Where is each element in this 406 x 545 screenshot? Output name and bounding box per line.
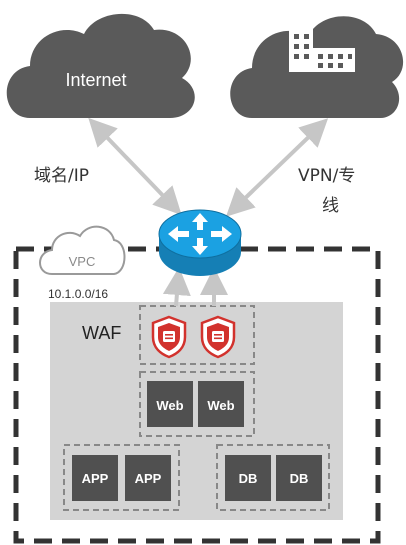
idc-cloud <box>230 16 404 118</box>
router-icon <box>158 209 242 276</box>
vpn-connection-label-line1: VPN/专 <box>298 166 355 186</box>
app-server-label: APP <box>135 471 162 486</box>
internet-router-arrow <box>88 117 182 216</box>
internet-connection-label: 域名/IP <box>34 166 89 186</box>
shield-icon <box>151 315 187 359</box>
web-server: Web <box>147 381 193 427</box>
app-server: APP <box>72 455 118 501</box>
app-server: APP <box>125 455 171 501</box>
db-server-label: DB <box>239 471 258 486</box>
waf-group <box>139 305 255 365</box>
waf-label: WAF <box>82 323 121 343</box>
shield-icon <box>200 315 236 359</box>
internet-label: Internet <box>65 70 126 90</box>
db-server-label: DB <box>290 471 309 486</box>
db-group <box>216 444 330 511</box>
web-server: Web <box>198 381 244 427</box>
office-building-icon <box>289 28 355 72</box>
db-server: DB <box>225 455 271 501</box>
vpc-label: VPC <box>69 254 96 269</box>
internet-cloud: Internet <box>6 13 195 118</box>
router-waf-arrow <box>162 267 191 307</box>
vpc-cloud: VPC <box>39 225 126 275</box>
db-server: DB <box>276 455 322 501</box>
vpn-connection-label-line2: 线 <box>322 196 339 216</box>
vpc-cidr: 10.1.0.0/16 <box>48 287 108 301</box>
vpn-router-arrow <box>225 118 329 217</box>
web-server-label: Web <box>207 398 234 413</box>
web-group <box>139 371 255 437</box>
web-server-label: Web <box>156 398 183 413</box>
app-server-label: APP <box>82 471 109 486</box>
